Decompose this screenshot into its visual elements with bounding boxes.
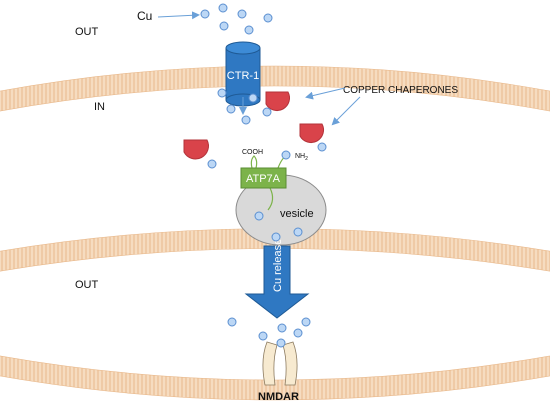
copper-ion [219, 21, 229, 31]
copper-ion [200, 9, 210, 19]
copper-ion [244, 25, 254, 35]
chaperone-pointer-1 [305, 87, 346, 100]
copper-ion [317, 142, 327, 152]
label-out-top: OUT [75, 26, 99, 38]
cu-release-arrow [244, 245, 310, 319]
plasma-membrane-top [0, 65, 550, 112]
postsynaptic-membrane [0, 355, 550, 401]
atp7a-tail [267, 187, 274, 211]
copper-ion [293, 328, 303, 338]
copper-ion [254, 211, 264, 221]
copper-chaperone-2 [299, 123, 325, 144]
copper-chaperone-3 [183, 139, 209, 160]
label-nmdar: NMDAR [258, 391, 299, 403]
copper-ion [293, 227, 303, 237]
label-atp7a: ATP7A [246, 173, 281, 185]
label-nh2: NH2 [295, 153, 308, 162]
ctr1-transporter [225, 41, 261, 107]
chaperone-pointer-2 [331, 96, 361, 126]
label-out-bottom: OUT [75, 279, 99, 291]
copper-ion [217, 88, 227, 98]
copper-ions [200, 3, 327, 348]
copper-ion [237, 9, 247, 19]
copper-ion [263, 13, 273, 23]
label-copper-chaperones: COPPER CHAPERONES [343, 85, 458, 96]
copper-ion [218, 3, 228, 13]
copper-ion [241, 115, 251, 125]
copper-ion [227, 317, 237, 327]
copper-ion [301, 317, 311, 327]
label-cu-release: Cu release [272, 239, 284, 292]
copper-ion [281, 150, 291, 160]
copper-ion [276, 338, 286, 348]
copper-ion [207, 159, 217, 169]
copper-ion [277, 323, 287, 333]
copper-chaperone-1 [265, 91, 291, 112]
plasma-membrane-middle [0, 228, 550, 272]
copper-ion [262, 107, 272, 117]
copper-ion [226, 104, 236, 114]
copper-ion [248, 93, 258, 103]
nmdar-receptor [262, 341, 298, 386]
label-cooh: COOH [242, 149, 263, 156]
label-vesicle: vesicle [280, 208, 314, 220]
label-cu: Cu [137, 9, 152, 23]
copper-ion [258, 331, 268, 341]
label-in: IN [94, 101, 105, 113]
atp7a-transporter [240, 167, 287, 189]
label-ctr1: CTR-1 [227, 70, 259, 82]
atp7a-loop-left [250, 155, 258, 169]
copper-ion [271, 232, 281, 242]
cu-pointer [157, 11, 200, 20]
